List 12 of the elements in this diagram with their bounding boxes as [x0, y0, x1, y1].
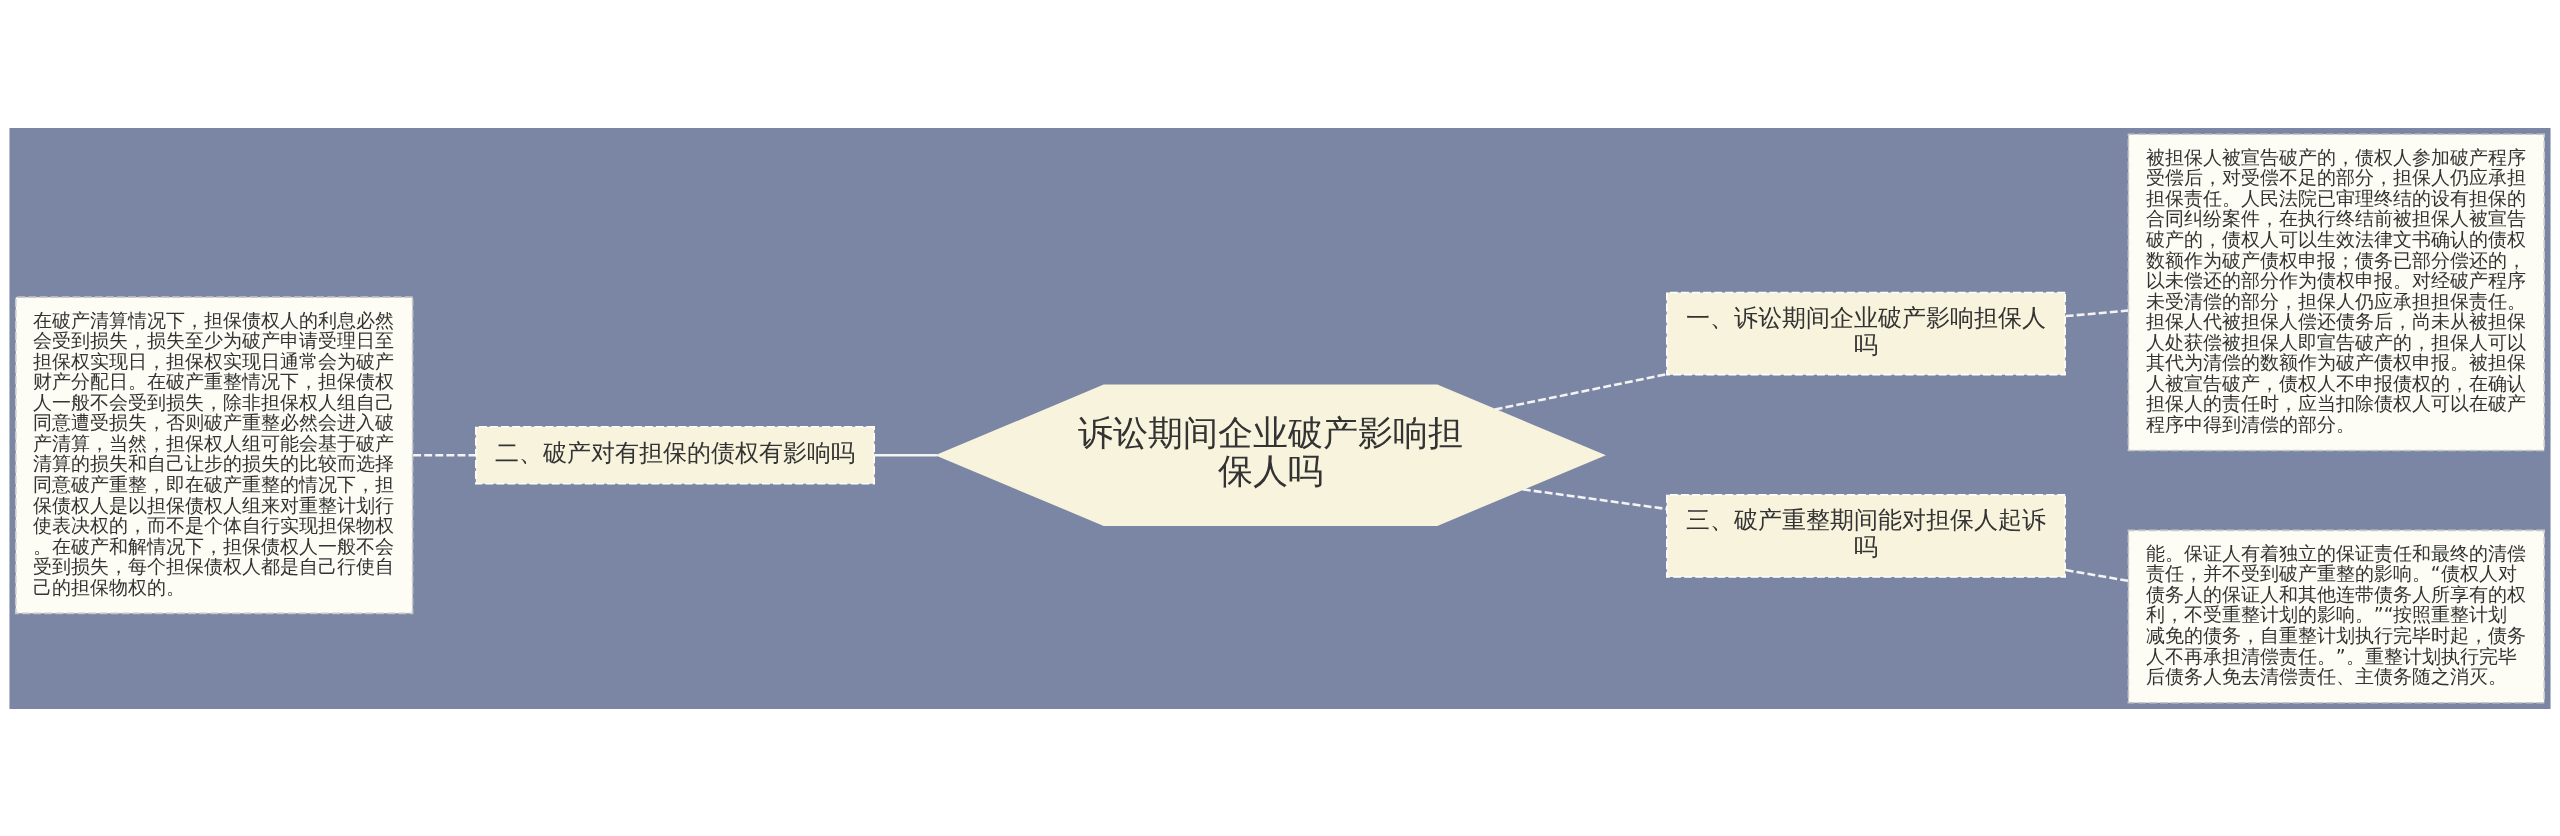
connector — [2065, 568, 2129, 582]
node-box: 能。保证人有着独立的保证责任和最终的清偿责任，并不受到破产重整的影响。“债权人对债务人的保证人和其他连带债务人所享有的权利，不受重整计划的影响。”“按照重整计划减免的债务，自重整计划执行完毕时起，债务人不再承担清偿责任。”。重整计划执行完毕后债务人免去清偿责任、主债务随之消灭。 — [2127, 529, 2545, 703]
connector — [413, 453, 476, 457]
node-box: 被担保人被宣告破产的，债权人参加破产程序受偿后，对受偿不足的部分，担保人仍应承担担保责任。人民法院已审理终结的设有担保的合同纠纷案件，在执行终结前被担保人被宣告破产的，债权人可以生效法律文书确认的债权数额作为破产债权申报；债务已部分偿还的，以未偿还的部分作为债权申报。对经破产程序未受清偿的部分，担保人仍应承担担保责任。担保人代被担保人偿还债务后，尚未从被担保人处获偿被担保人即宣告破产的，担保人可以其代为清偿的数额作为破产债权申报。被担保人被宣告破产，债权人不申报债权的，在确认担保人的责任时，应当扣除债权人可以在破产程序中得到清偿的部分。 — [2127, 133, 2545, 451]
connector — [2065, 308, 2129, 317]
node-box: 在破产清算情况下，担保债权人的利息必然会受到损失，损失至少为破产申请受理日至担保权实现日，担保权实现日通常会为破产财产分配日。在破产重整情况下，担保债权人一般不会受到损失，除非担保权人组自己同意遭受损失，否则破产重整必然会进入破产清算，当然，担保权人组可能会基于破产清算的损失和自己让步的损失的比较而选择同意破产重整，即在破产重整的情况下，担保债权人是以担保债权人组来对重整计划行使表决权的，而不是个体自行实现担保物权。在破产和解情况下，担保债权人一般不会受到损失，每个担保债权人都是自己行使自己的担保物权的。 — [15, 295, 414, 614]
node-box: 三、破产重整期间能对担保人起诉吗 — [1666, 493, 2066, 578]
node-box: 一、诉讼期间企业破产影响担保人吗 — [1666, 291, 2066, 375]
node-box: 二、破产对有担保的债权有影响吗 — [475, 425, 876, 484]
connector — [874, 453, 937, 457]
connector — [1522, 487, 1667, 510]
connector — [1494, 372, 1667, 411]
